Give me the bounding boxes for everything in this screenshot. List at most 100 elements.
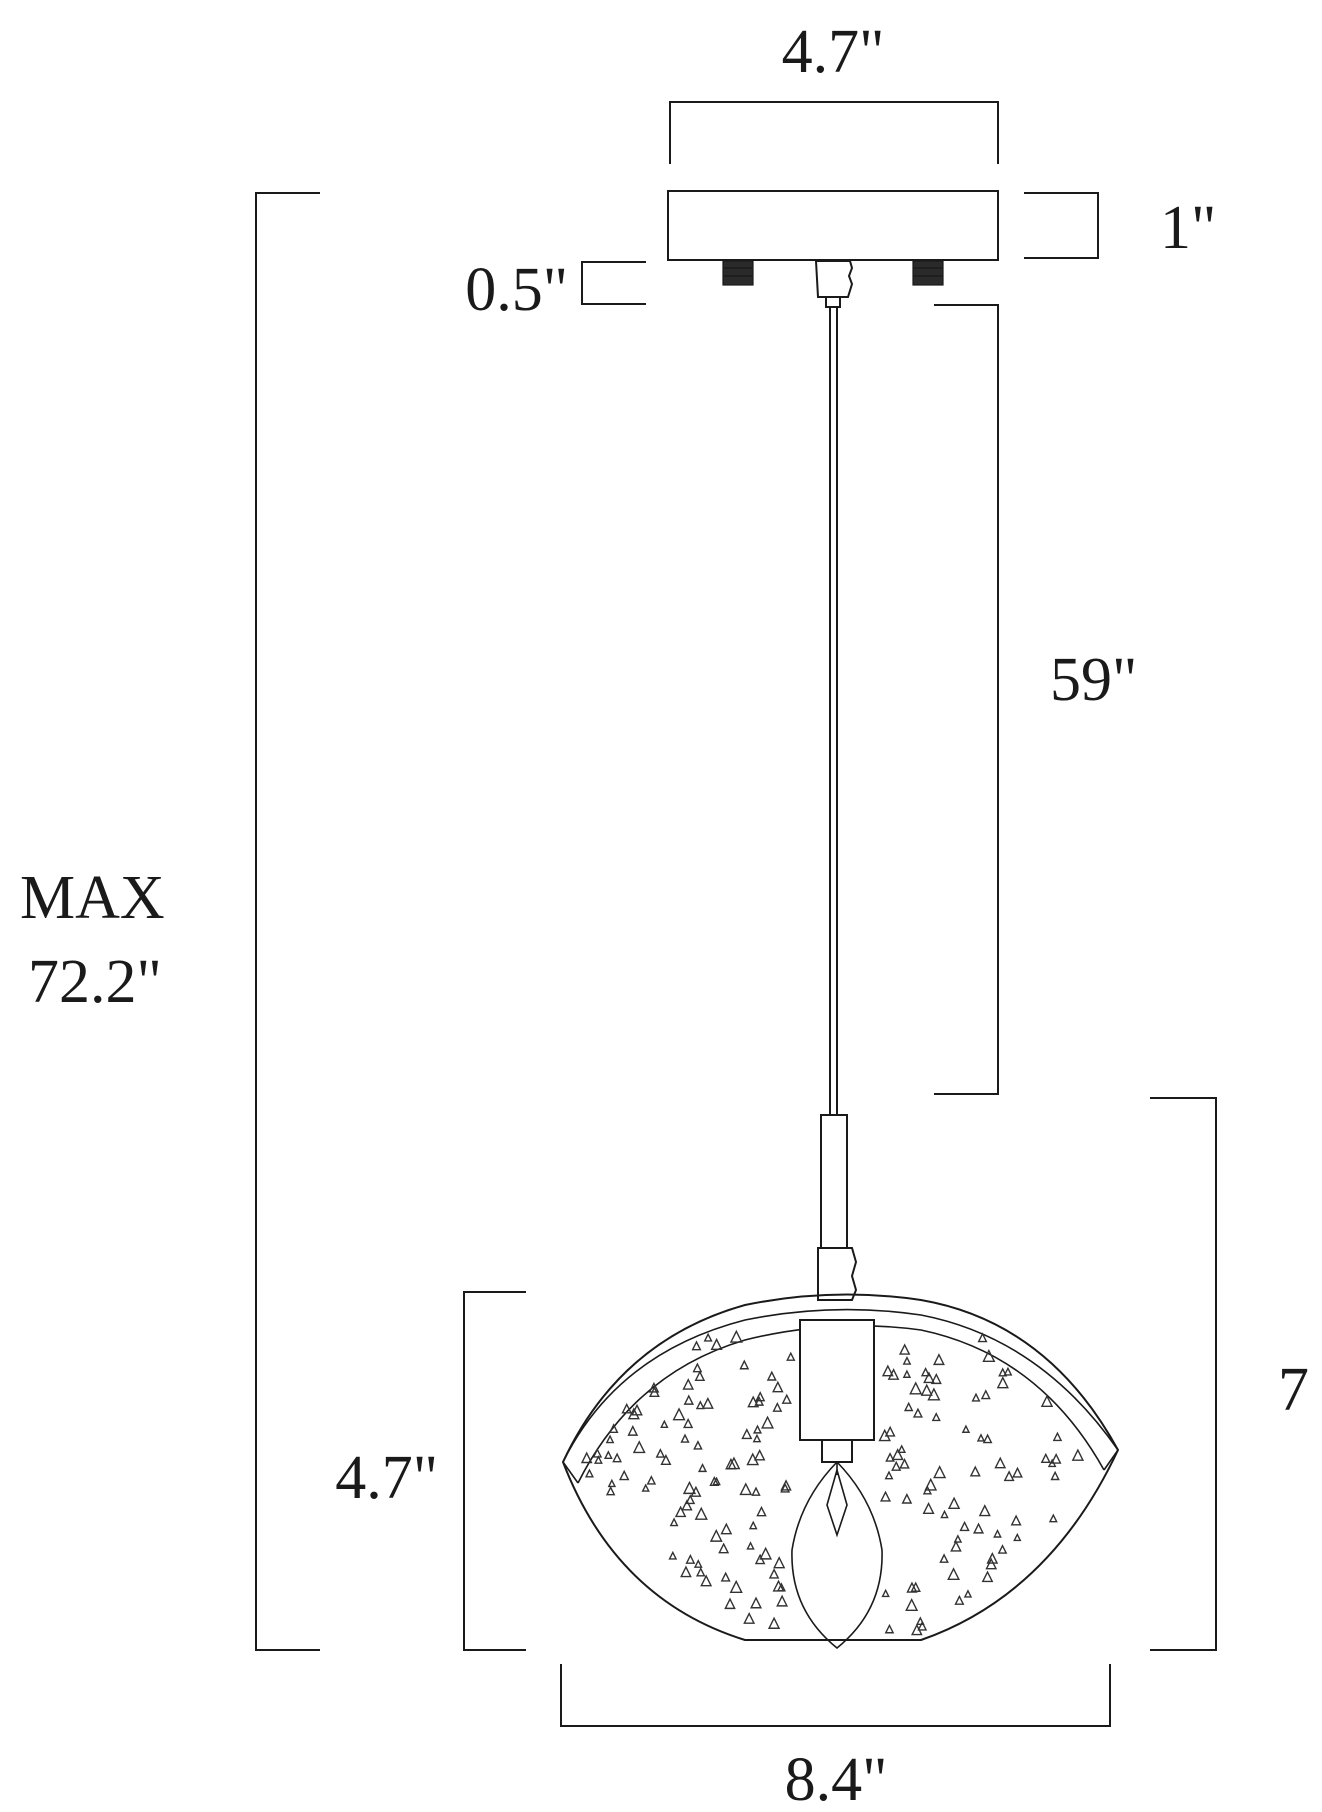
mounting-screw-left [722,260,754,286]
glass-bubble [881,1588,890,1598]
glass-bubble [718,1542,730,1554]
glass-bubble [880,1490,892,1502]
glass-bubble [980,1389,991,1400]
label-fixture-height: 7 [1278,1356,1309,1424]
glass-bubble [608,1423,619,1433]
glass-bubble [761,1415,775,1429]
glass-bubble [621,1402,633,1414]
glass-bubble [668,1550,678,1560]
glass-bubble [750,1596,763,1609]
glass-bubble [709,1476,720,1486]
glass-bubble [993,1529,1002,1538]
dimension-line-shade-width [560,1664,1111,1727]
glass-bubble [695,1400,705,1410]
lamp-socket [799,1319,875,1441]
glass-bubble [691,1340,702,1351]
glass-bubble [932,1353,945,1366]
label-rod-length: 59" [1050,646,1137,714]
glass-bubble [1050,1453,1062,1464]
glass-bubble [887,1368,900,1380]
glass-bubble [891,1448,904,1461]
glass-bubble [898,1343,911,1355]
glass-bubble [685,1554,696,1564]
glass-bubble [884,1470,894,1480]
glass-bubble [1013,1532,1022,1542]
glass-bubble [973,1522,985,1534]
glass-bubble [915,1616,925,1626]
glass-bubble [631,1403,643,1416]
glass-bubble [940,1509,949,1519]
dimension-line-shade-height [463,1291,526,1651]
canopy-connector [814,260,854,298]
glass-bubble [685,1494,696,1505]
glass-bubble [977,1332,988,1343]
glass-bubble [924,1477,938,1491]
glass-bubble [729,1329,743,1343]
glass-bubble [674,1505,687,1518]
glass-bubble [950,1540,962,1552]
glass-bubble [922,1485,933,1495]
label-canopy-height: 1" [1160,194,1216,262]
glass-bubble [612,1452,623,1463]
glass-bubble [729,1579,743,1594]
glass-bubble [923,1371,935,1384]
glass-bubble [700,1574,713,1587]
glass-bubble [632,1440,646,1454]
dimension-line-canopy-height [1024,192,1099,259]
glass-bubble [768,1568,780,1579]
canopy [667,190,999,308]
label-shade-height: 4.7" [335,1444,438,1512]
glass-bubble [720,1571,731,1582]
glass-bubble [780,1482,791,1493]
glass-bubble [752,1424,763,1434]
glass-bubble [681,1499,693,1511]
glass-bubble [978,1504,991,1517]
label-max-height-line2: 72.2" [28,948,162,1016]
dimension-line-fixture-height [1150,1097,1217,1651]
glass-bubble [1040,1452,1051,1464]
glass-bubble [981,1570,994,1583]
glass-bubble [701,1396,714,1409]
glass-bubble [694,1506,708,1520]
glass-bubble [754,1396,765,1406]
glass-bubble [998,1367,1008,1377]
glass-bubble [618,1469,630,1481]
shade-coupling [817,1247,858,1301]
label-max-height-line1: MAX [20,864,165,932]
glass-bubble [881,1364,894,1377]
glass-bubble [884,1425,896,1437]
glass-bubble [985,1557,998,1570]
glass-bubble [905,1597,919,1611]
glass-bubble [959,1520,970,1532]
glass-bubble [592,1447,603,1458]
glass-bubble [1052,1431,1063,1442]
glass-bubble [759,1546,773,1560]
label-canopy-width: 4.7" [782,18,885,86]
glass-bubble [603,1450,613,1460]
glass-bubble [739,1359,750,1370]
glass-bubble [720,1522,733,1535]
glass-bubble [906,1581,918,1593]
glass-bubble [786,1351,796,1361]
glass-bubble [901,1493,913,1504]
glass-bubble [1003,1366,1013,1376]
glass-bubble [727,1456,741,1470]
glass-bubble [772,1579,785,1592]
glass-bubble [897,1444,907,1454]
glass-bubble [646,1475,657,1485]
glass-bubble [1047,1458,1057,1468]
glass-bubble [903,1401,914,1412]
label-shade-width: 8.4" [785,1746,888,1812]
glass-bubble [703,1332,713,1342]
glass-bubble [752,1433,762,1443]
shade-outline [561,1293,1120,1641]
glass-bubble [751,1486,761,1496]
glass-bubble [627,1425,639,1436]
glass-bubble [982,1433,993,1444]
glass-bubble [997,1544,1008,1554]
glass-bubble [899,1458,910,1469]
canopy-base [667,190,999,261]
glass-bubble [920,1383,933,1396]
glass-bubble [648,1381,660,1393]
glass-bubble [953,1534,963,1543]
